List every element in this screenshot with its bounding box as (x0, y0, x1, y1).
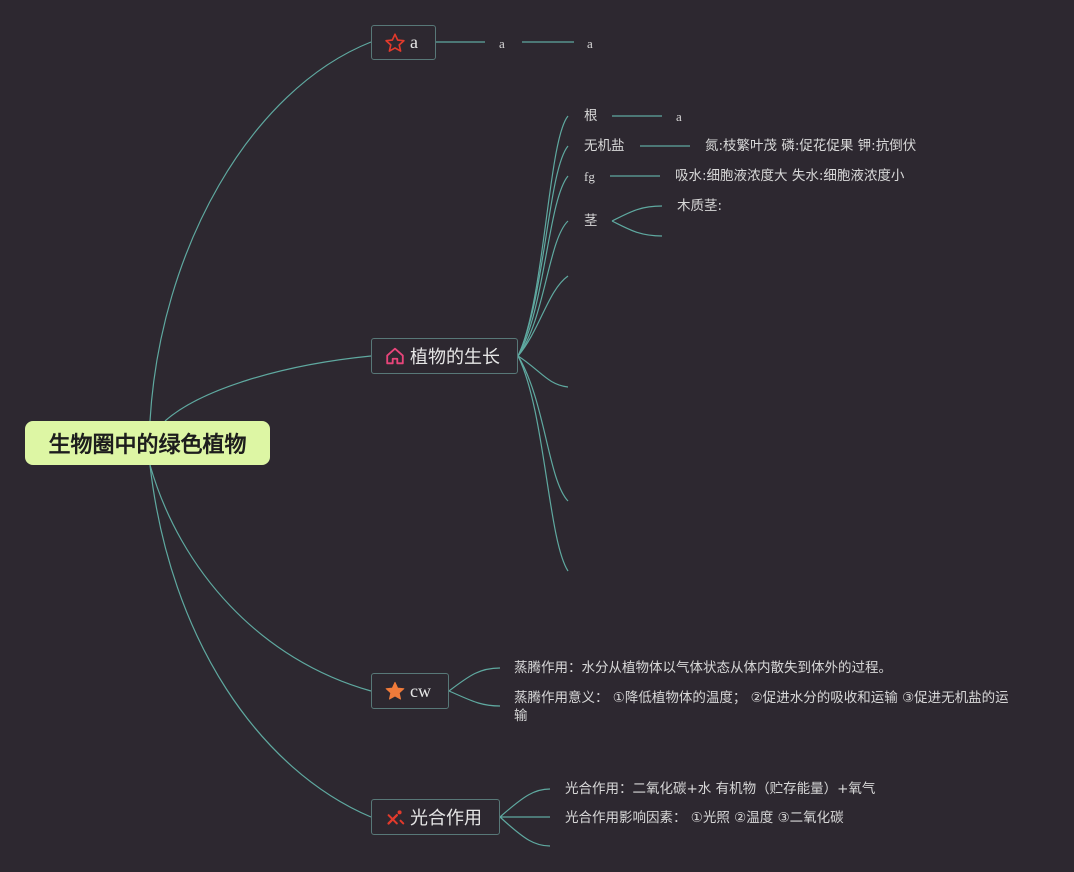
topic-cw[interactable]: cw (371, 673, 449, 709)
topic-a-grandchild[interactable]: a (587, 36, 593, 51)
link-stem-lower (611, 220, 663, 237)
link-topic2-empty1 (517, 275, 569, 357)
central-topic[interactable]: 生物圈中的绿色植物 (25, 421, 270, 465)
topic-plant-growth-label: 植物的生长 (410, 347, 500, 368)
central-topic-label: 生物圈中的绿色植物 (48, 433, 247, 458)
link-topic2-empty2 (517, 355, 569, 388)
node-photosynthesis-def[interactable]: 光合作用：二氧化碳+水 有机物（贮存能量）+氧气 (565, 781, 876, 797)
link-topic2-root (517, 115, 569, 357)
topic-a-child[interactable]: a (499, 36, 505, 51)
link-root-topic2 (164, 355, 372, 422)
link-topic4-child1 (499, 788, 551, 818)
link-root-topic4 (149, 464, 372, 818)
cross-tools-icon (384, 806, 406, 828)
house-icon (384, 345, 406, 367)
link-topic2-empty3 (517, 355, 569, 502)
link-topic2-wujiyan (517, 145, 569, 357)
node-transpiration-meaning[interactable]: 蒸腾作用意义： ①降低植物体的温度； ②促进水分的吸收和运输 ③促进无机盐的运输 (514, 690, 1009, 724)
topic-a-label: a (410, 32, 418, 52)
node-root-label[interactable]: 根 (584, 108, 598, 124)
link-topic3-child2 (448, 690, 501, 707)
node-fg-label[interactable]: fg (584, 169, 595, 184)
topic-a[interactable]: a (371, 25, 436, 60)
star-outline-icon (384, 32, 406, 54)
node-stem-detail[interactable]: 木质茎: (677, 198, 723, 214)
node-fg-detail[interactable]: 吸水:细胞液浓度大 失水:细胞液浓度小 (675, 168, 905, 184)
link-stem-upper (611, 205, 663, 222)
link-topic3-child1 (448, 667, 501, 692)
link-root-topic1 (149, 41, 372, 422)
node-transpiration-def[interactable]: 蒸腾作用：水分从植物体以气体状态从体内散失到体外的过程。 (514, 660, 892, 676)
node-wujiyan-detail[interactable]: 氮:枝繁叶茂 磷:促花促果 钾:抗倒伏 (705, 138, 917, 154)
node-wujiyan-label[interactable]: 无机盐 (584, 138, 625, 154)
link-root-topic3 (149, 464, 372, 692)
link-topic4-empty (499, 816, 551, 847)
topic-plant-growth[interactable]: 植物的生长 (371, 338, 518, 374)
star-filled-icon (384, 680, 406, 702)
node-root-detail[interactable]: a (676, 109, 682, 124)
topic-cw-label: cw (410, 680, 431, 701)
node-stem-label[interactable]: 茎 (584, 213, 598, 229)
link-topic2-fg (517, 175, 569, 357)
topic-photosynthesis[interactable]: 光合作用 (371, 799, 500, 835)
topic-photosynthesis-label: 光合作用 (410, 808, 482, 829)
node-photosynthesis-factors[interactable]: 光合作用影响因素： ①光照 ②温度 ③二氧化碳 (565, 810, 844, 826)
link-topic2-stem (517, 220, 569, 357)
link-topic2-empty4 (517, 355, 569, 572)
